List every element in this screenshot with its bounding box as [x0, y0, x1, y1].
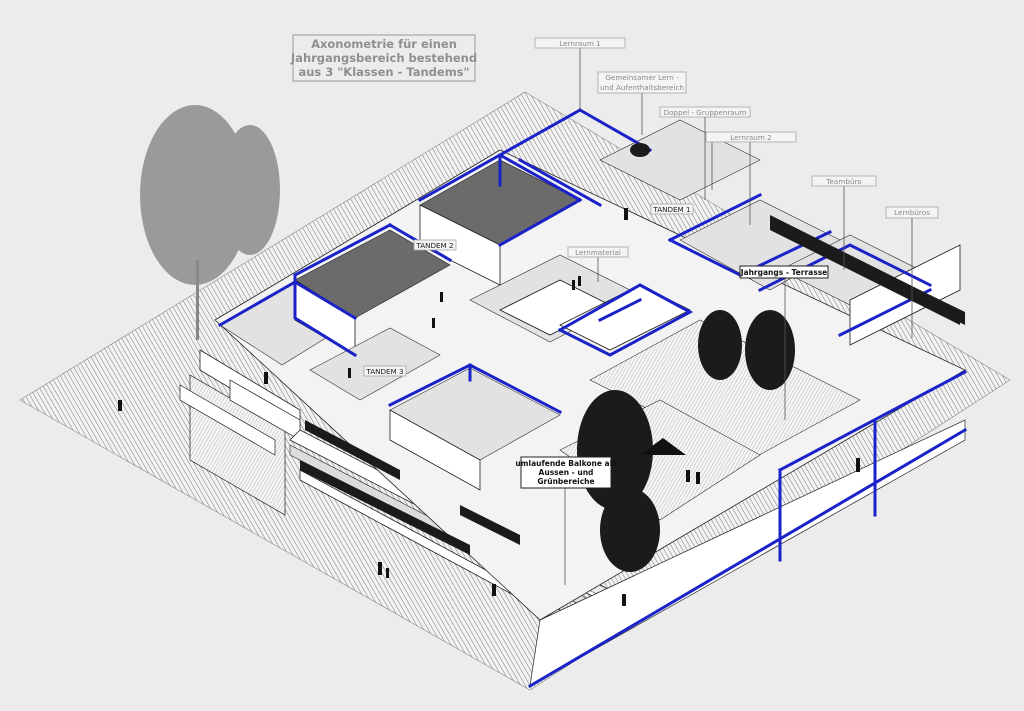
facade-lower	[527, 369, 968, 689]
planters	[300, 143, 965, 555]
lernmaterial-area	[469, 254, 691, 351]
label-lernmaterial: Lernmaterial	[567, 246, 629, 282]
title-line-2: Jahrgangsbereich bestehend	[290, 51, 477, 65]
label-tandem-1: TANDEM 1	[650, 203, 694, 215]
lernraum-2-label: Lernraum 2	[730, 133, 771, 142]
terrasse-label: Jahrgangs - Terrasse	[740, 268, 828, 277]
doppel-label: Doppel - Gruppenraum	[664, 108, 747, 117]
label-tandem-3: TANDEM 3	[363, 365, 407, 377]
lernmaterial-label: Lernmaterial	[575, 248, 621, 257]
label-lernraum-1: Lernraum 1	[534, 37, 626, 110]
label-balkone: umlaufende Balkone als Aussen - und Grün…	[515, 456, 617, 585]
label-gemeinsamer: Gemeinsamer Lern - und Aufenthaltsbereic…	[597, 71, 687, 135]
title-block: Axonometrie für einen Jahrgangsbereich b…	[290, 34, 477, 82]
label-terrasse: Jahrgangs - Terrasse	[739, 265, 829, 420]
lernbueros-label: Lernbüros	[894, 208, 930, 217]
gemeinsamer-label-1: Gemeinsamer Lern -	[605, 73, 679, 82]
stepped-terrace	[179, 349, 301, 516]
balkone-label-1: umlaufende Balkone als	[515, 459, 617, 468]
teambuero-label: Teambüro	[825, 177, 861, 186]
label-lernraum-2: Lernraum 2	[705, 131, 797, 225]
tandem-2-label: TANDEM 2	[415, 241, 453, 250]
balkone-label-3: Grünbereiche	[537, 477, 594, 486]
title-line-1: Axonometrie für einen	[311, 37, 457, 51]
section-cut-lines	[217, 107, 933, 415]
tandem-3-rooms	[309, 327, 561, 491]
label-lernbueros: Lernbüros	[885, 206, 939, 338]
tandem-3-label: TANDEM 3	[365, 367, 403, 376]
lernraum-1-label: Lernraum 1	[559, 39, 600, 48]
tandem-1-label: TANDEM 1	[652, 205, 690, 214]
title-line-3: aus 3 "Klassen - Tandems"	[298, 65, 469, 79]
tandem-2-rooms	[219, 159, 581, 366]
gemeinsamer-label-2: und Aufenthaltsbereich	[600, 83, 684, 92]
people	[118, 208, 860, 606]
label-doppel: Doppel - Gruppenraum	[659, 106, 751, 200]
balkone-label-2: Aussen - und	[539, 468, 594, 477]
label-tandem-2: TANDEM 2	[413, 239, 457, 251]
label-teambuero: Teambüro	[811, 175, 877, 270]
